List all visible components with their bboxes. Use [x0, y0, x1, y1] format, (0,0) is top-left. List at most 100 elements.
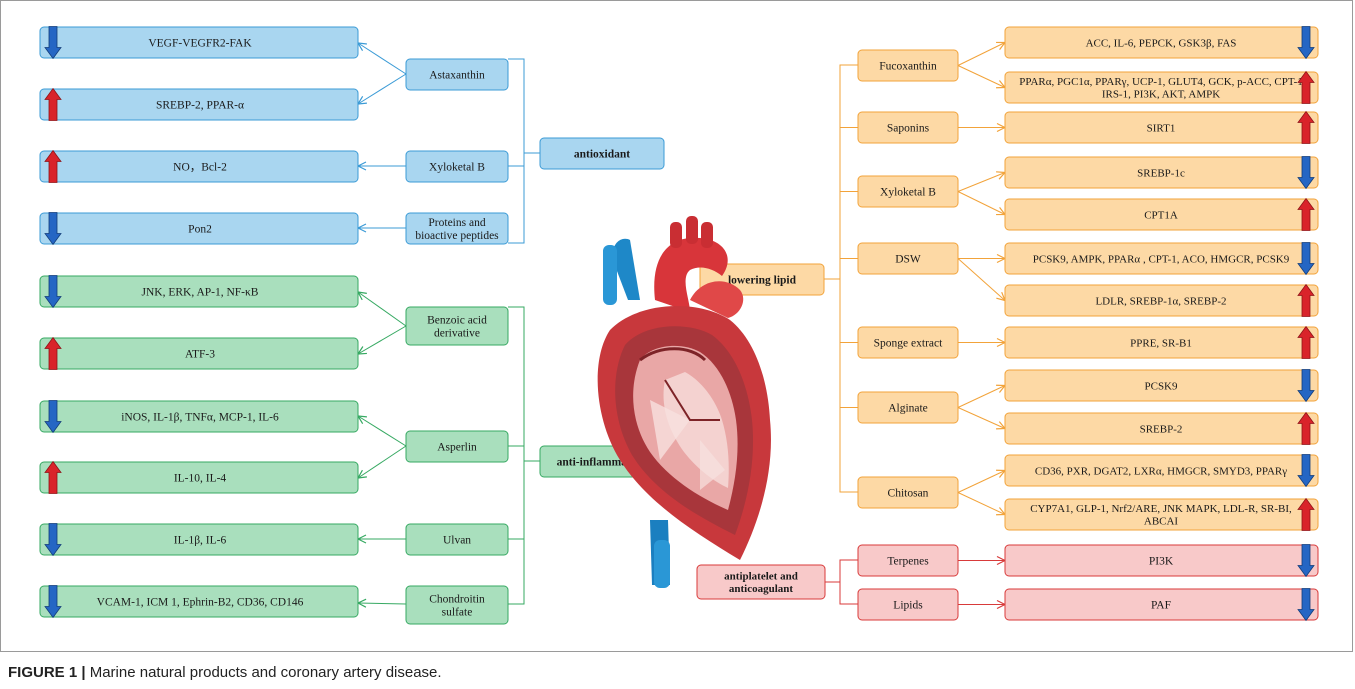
connector-line [357, 325, 407, 355]
caption-label: FIGURE 1 | [8, 664, 86, 681]
category-label: antioxidant [574, 149, 630, 161]
down-arrow-icon [44, 400, 62, 434]
target-label: PPARα, PGC1α, PPARγ, UCP-1, GLUT4, GCK, … [1019, 76, 1303, 101]
target-box [1004, 71, 1319, 104]
target-label: LDLR, SREBP-1α, SREBP-2 [1095, 295, 1226, 307]
compound-label: Lipids [893, 600, 923, 612]
target-label: SREBP-2, PPAR-α [156, 100, 244, 112]
down-arrow-icon [44, 523, 62, 557]
target-label: PI3K [1149, 556, 1174, 568]
target-box [1004, 412, 1319, 445]
up-arrow-icon [1297, 110, 1315, 144]
connector-line [957, 171, 1006, 192]
down-arrow-icon [1297, 454, 1315, 488]
up-arrow-icon [1297, 325, 1315, 359]
down-arrow-icon [1297, 588, 1315, 622]
connector-line [508, 306, 525, 605]
caption-text: Marine natural products and coronary art… [89, 664, 442, 681]
connector-line [357, 73, 407, 105]
connector-line [957, 41, 1006, 66]
compound-label: Chitosan [888, 488, 929, 500]
target-box [39, 275, 359, 308]
connector-line [957, 407, 1006, 430]
connector-line [957, 65, 1006, 89]
compound-label: Asperlin [437, 442, 477, 454]
connector-line [508, 58, 525, 244]
target-label: CD36, PXR, DGAT2, LXRα, HMGCR, SMYD3, PP… [1035, 465, 1287, 477]
compound-box [857, 111, 959, 144]
target-label: PCSK9 [1144, 380, 1178, 392]
down-arrow-icon [1297, 544, 1315, 578]
up-arrow-icon [1297, 497, 1315, 531]
target-label: iNOS, IL-1β, TNFα, MCP-1, IL-6 [121, 412, 279, 424]
down-arrow-icon [44, 212, 62, 246]
compound-box [405, 585, 509, 625]
down-arrow-icon [44, 585, 62, 619]
connector-line [357, 291, 407, 327]
down-arrow-icon [1297, 369, 1315, 403]
target-box [1004, 498, 1319, 531]
up-arrow-icon [1297, 411, 1315, 445]
target-label: NO，Bcl-2 [173, 162, 227, 174]
compound-label: DSW [895, 254, 921, 266]
target-label: SIRT1 [1147, 122, 1176, 134]
down-arrow-icon [1297, 26, 1315, 60]
target-label: ATF-3 [185, 349, 215, 361]
compound-box [857, 242, 959, 275]
compound-label: Xyloketal B [429, 162, 485, 174]
target-box [39, 337, 359, 370]
connector-line [357, 42, 407, 75]
heart-icon [597, 216, 771, 588]
compound-box [857, 476, 959, 509]
compound-box [857, 326, 959, 359]
up-arrow-icon [1297, 70, 1315, 104]
figure-caption: FIGURE 1 | Marine natural products and c… [8, 664, 442, 681]
target-box [1004, 242, 1319, 275]
compound-label: Saponins [887, 123, 930, 135]
compound-box [405, 306, 509, 346]
compound-box [405, 150, 509, 183]
figure-frame [0, 0, 1353, 652]
target-box [1004, 284, 1319, 317]
connector-line [957, 469, 1006, 493]
target-box [1004, 588, 1319, 621]
compound-label: Sponge extract [874, 338, 943, 350]
compound-label: Terpenes [887, 556, 929, 568]
target-label: Pon2 [188, 224, 212, 236]
compound-label: Fucoxanthin [879, 61, 937, 73]
target-label: ACC, IL-6, PEPCK, GSK3β, FAS [1086, 37, 1237, 49]
compound-box [405, 212, 509, 245]
target-label: CYP7A1, GLP-1, Nrf2/ARE, JNK MAPK, LDL-R… [1030, 503, 1292, 528]
compound-box [857, 544, 959, 577]
up-arrow-icon [1297, 283, 1315, 317]
down-arrow-icon [44, 275, 62, 309]
target-box [39, 461, 359, 494]
connector-line [957, 191, 1006, 216]
connectors [357, 41, 1006, 610]
target-label: PPRE, SR-B1 [1130, 337, 1192, 349]
target-box [39, 400, 359, 433]
down-arrow-icon [1297, 156, 1315, 190]
connector-line [357, 445, 407, 479]
up-arrow-icon [44, 149, 62, 183]
target-label: VCAM-1, ICM 1, Ephrin-B2, CD36, CD146 [97, 597, 304, 609]
down-arrow-icon [1297, 242, 1315, 276]
down-arrow-icon [44, 26, 62, 60]
compound-box [857, 175, 959, 208]
connector-line [957, 384, 1006, 408]
compound-box [857, 588, 959, 621]
target-box [39, 88, 359, 121]
target-box [1004, 111, 1319, 144]
compound-box [405, 58, 509, 91]
connector-line [839, 559, 858, 605]
compound-label: Xyloketal B [880, 187, 936, 199]
up-arrow-icon [44, 87, 62, 121]
target-box [1004, 198, 1319, 231]
target-box [39, 150, 359, 183]
target-label: SREBP-2 [1140, 423, 1183, 435]
